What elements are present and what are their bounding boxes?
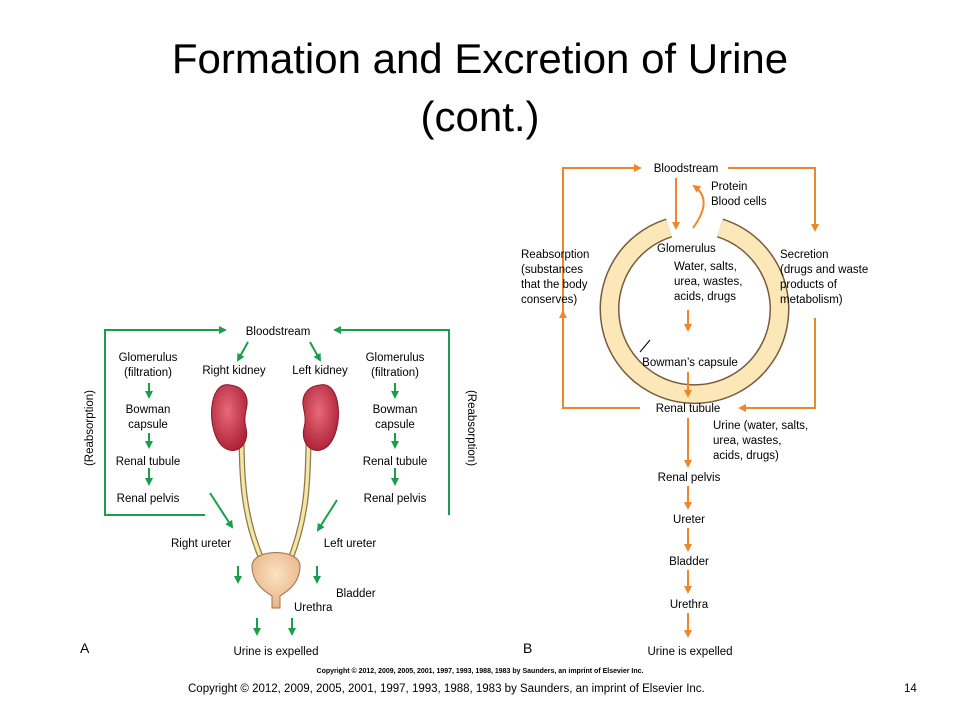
a-reabsorption-right-label: (Reabsorption) <box>465 390 477 466</box>
secretion-path-bottom <box>738 318 816 412</box>
left-kidney-label: Left kidney <box>292 365 348 377</box>
glomerulus-ring <box>599 218 790 404</box>
a-bowman-left-label: Bowman <box>126 404 171 416</box>
urine-line-3: acids, drugs) <box>713 450 779 462</box>
secretion-line-2: (drugs and waste <box>780 264 868 276</box>
b-reabsorption-line-4: conserves) <box>521 294 577 306</box>
bladder-label: Bladder <box>336 588 376 600</box>
left-kidney-shape <box>302 384 339 451</box>
protein-label: Protein <box>711 181 747 193</box>
b-urethra-label: Urethra <box>670 599 709 611</box>
b-reabsorption-line-1: Reabsorption <box>521 249 589 261</box>
title-line-2: (cont.) <box>420 93 540 140</box>
urine-line-2: urea, wastes, <box>713 435 781 447</box>
panel-b-label: B <box>523 640 532 656</box>
b-renal-tubule-label: Renal tubule <box>656 403 721 415</box>
b-renal-pelvis-label: Renal pelvis <box>658 472 721 484</box>
a-bloodstream-label: Bloodstream <box>246 326 311 338</box>
reabsorption-loop-right <box>333 326 450 515</box>
b-urine-expelled-label: Urine is expelled <box>647 646 732 658</box>
left-ureter-label: Left ureter <box>324 538 377 550</box>
slide-footer: Copyright © 2012, 2009, 2005, 2001, 1997… <box>188 683 705 695</box>
secretion-line-3: products of <box>780 279 838 291</box>
right-kidney-shape <box>211 384 248 451</box>
b-reabsorption-line-2: (substances <box>521 264 583 276</box>
diagram-a <box>104 326 450 636</box>
slide-title: Formation and Excretion of Urine (cont.) <box>0 30 960 146</box>
secretion-line-4: metabolism) <box>780 294 843 306</box>
a-bowman-left-sub: capsule <box>128 419 168 431</box>
urinary-organs-illustration <box>211 384 339 609</box>
bowmans-capsule-label: Bowman’s capsule <box>642 357 738 369</box>
reabsorption-path-top <box>562 164 642 312</box>
right-ureter-label: Right ureter <box>171 538 231 550</box>
urethra-label: Urethra <box>294 602 333 614</box>
b-glomerulus-label: Glomerulus <box>657 243 716 255</box>
a-renal-tubule-left-label: Renal tubule <box>116 456 181 468</box>
panel-a-label: A <box>80 640 90 656</box>
b-bloodstream-label: Bloodstream <box>654 163 719 175</box>
a-glomerulus-left-sub: (filtration) <box>124 367 172 379</box>
a-renal-tubule-right-label: Renal tubule <box>363 456 428 468</box>
a-urine-expelled-label: Urine is expelled <box>233 646 318 658</box>
a-bowman-right-sub: capsule <box>375 419 415 431</box>
urine-line-1: Urine (water, salts, <box>713 420 808 432</box>
a-bowman-right-label: Bowman <box>373 404 418 416</box>
a-glomerulus-left-label: Glomerulus <box>119 352 178 364</box>
a-renal-pelvis-right-label: Renal pelvis <box>364 493 427 505</box>
page-number: 14 <box>904 683 917 695</box>
a-renal-pelvis-left-label: Renal pelvis <box>117 493 180 505</box>
secretion-line-1: Secretion <box>780 249 829 261</box>
blood-cells-label: Blood cells <box>711 196 767 208</box>
title-line-1: Formation and Excretion of Urine <box>171 35 789 82</box>
a-glomerulus-right-label: Glomerulus <box>366 352 425 364</box>
diagram-b <box>559 164 819 638</box>
bladder-shape <box>251 552 301 609</box>
secretion-path-top <box>728 167 819 232</box>
filtrate-line-2: urea, wastes, <box>674 276 742 288</box>
b-reabsorption-line-3: that the body <box>521 279 588 291</box>
a-glomerulus-right-sub: (filtration) <box>371 367 419 379</box>
right-kidney-label: Right kidney <box>202 365 266 377</box>
figure-copyright: Copyright © 2012, 2009, 2005, 2001, 1997… <box>317 667 644 675</box>
filtrate-line-3: acids, drugs <box>674 291 736 303</box>
filtrate-line-1: Water, salts, <box>674 261 737 273</box>
b-bladder-label: Bladder <box>669 556 709 568</box>
ureter-label: Ureter <box>673 514 705 526</box>
a-reabsorption-left-label: (Reabsorption) <box>84 390 96 466</box>
